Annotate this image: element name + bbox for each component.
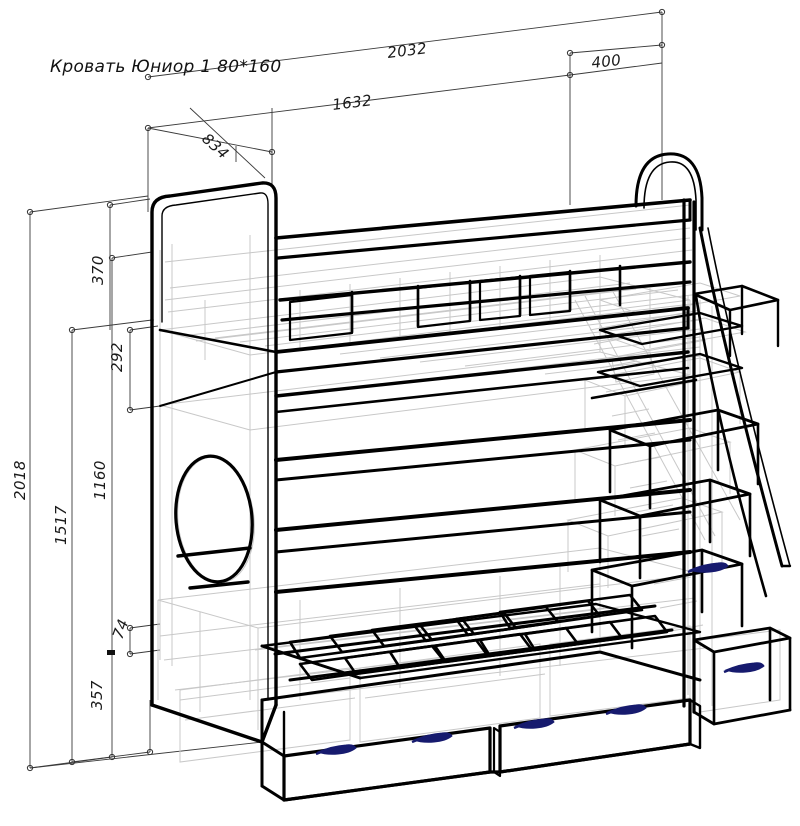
- dim-slat-thickness: 74: [109, 617, 133, 642]
- bed-outline: [150, 152, 792, 802]
- dim-upper-bunk-height: 1160: [91, 460, 109, 500]
- handrail-top: [634, 152, 704, 232]
- dim-overall-length: 2032: [386, 39, 428, 62]
- drawing-title: Кровать Юниор 1 80*160: [50, 57, 282, 77]
- dim-drawer-height: 357: [88, 680, 106, 710]
- dim-bed-length: 1632: [331, 91, 373, 114]
- dim-depth: 834: [198, 130, 232, 163]
- handle-icon: [315, 744, 357, 756]
- dim-rail-height: 370: [89, 255, 107, 285]
- dim-stair-width: 400: [591, 51, 623, 72]
- oval-cutout: [174, 454, 254, 584]
- drawer-handles: [315, 562, 765, 756]
- dim-lower-clearance: 1517: [52, 505, 70, 545]
- dimension-lines: [26, 8, 666, 772]
- handle-icon: [687, 562, 729, 574]
- handle-icon: [411, 732, 453, 744]
- handle-icon: [723, 662, 765, 674]
- dim-rail-gap: 292: [108, 342, 126, 372]
- handrail-rake: [698, 226, 784, 568]
- handle-icon: [513, 718, 555, 730]
- dim-overall-height: 2018: [11, 460, 29, 500]
- handle-icon: [605, 704, 647, 716]
